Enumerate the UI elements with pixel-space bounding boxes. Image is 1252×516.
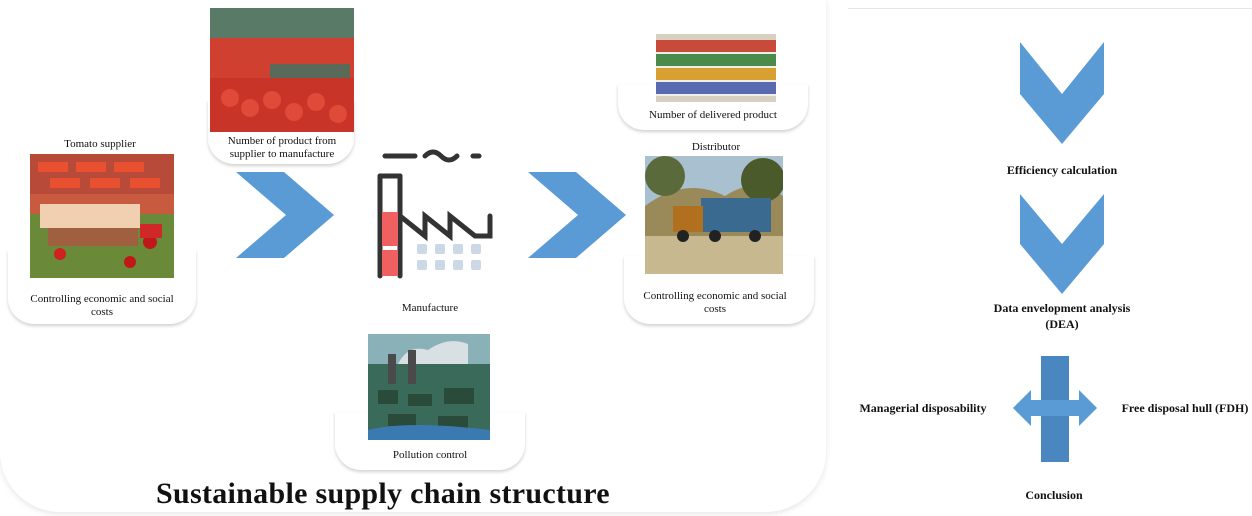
supermarket-shelves-image <box>656 34 776 102</box>
flow-out-label: Number of delivered product <box>649 109 777 121</box>
distributor-label: Distributor <box>691 141 741 153</box>
method-conclusion: Conclusion <box>1025 488 1083 502</box>
method-step-dea-line2: (DEA) <box>1045 317 1079 331</box>
truck-image <box>645 156 783 274</box>
chevron-right-icon <box>528 172 626 258</box>
supplier-label: Tomato supplier <box>64 138 136 150</box>
industrial-landscape-image <box>368 334 490 440</box>
manufacture-label: Manufacture <box>401 302 459 314</box>
chevron-down-icon <box>1020 42 1104 144</box>
pollution-label: Pollution control <box>392 449 468 461</box>
method-branch-fdh: Free disposal hull (FDH) <box>1121 401 1249 415</box>
distributor-cost-note: Controlling economic and social costs <box>643 290 787 315</box>
tomato-crates-image <box>210 8 354 132</box>
chevron-right-icon <box>236 172 334 258</box>
chevron-down-icon <box>1020 194 1104 294</box>
cross-arrow-icon <box>1013 356 1097 462</box>
method-step-dea-line1: Data envelopment analysis <box>993 301 1131 315</box>
method-step-dea: Data envelopment analysis (DEA) <box>970 300 1154 332</box>
method-step-efficiency: Efficiency calculation <box>1006 163 1118 177</box>
factory-icon <box>355 146 495 282</box>
supplier-cost-note: Controlling economic and social costs <box>30 293 174 318</box>
tomato-farm-image <box>30 154 174 278</box>
flow-in-label: Number of product from supplier to manuf… <box>227 135 337 160</box>
method-branch-managerial: Managerial disposability <box>859 401 987 415</box>
page-title: Sustainable supply chain structure <box>156 477 610 510</box>
